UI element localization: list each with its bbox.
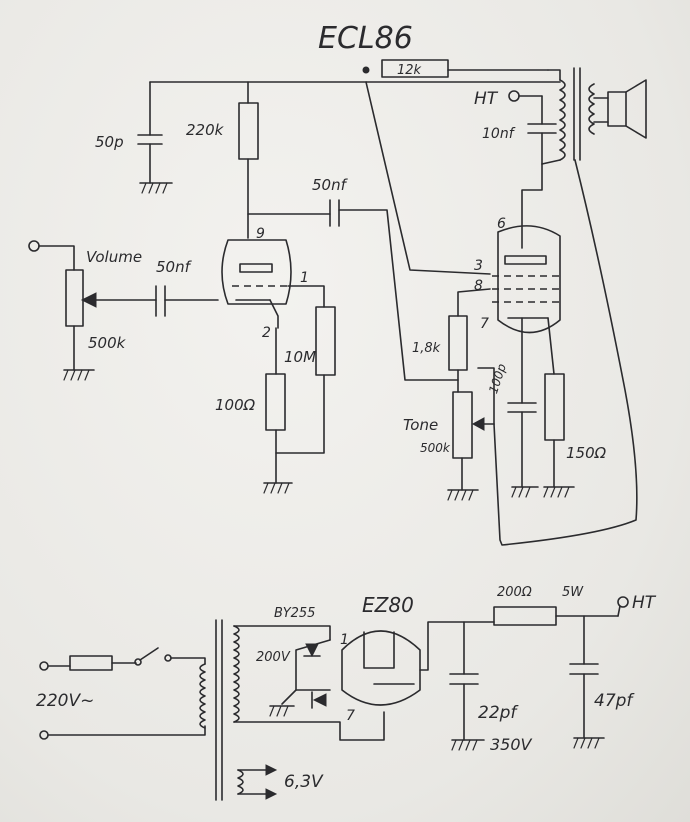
label-tone: Tone — [403, 416, 438, 434]
resistor-12k — [362, 59, 549, 78]
label-1-8k: 1,8k — [412, 341, 441, 356]
label-150: 150Ω — [566, 444, 607, 462]
label-220k: 220k — [186, 121, 225, 139]
psu-filter-wire — [419, 615, 619, 671]
label-by255: BY255 — [274, 606, 315, 621]
resistor-220k — [238, 81, 259, 239]
capacitor-coupling — [247, 199, 459, 381]
label-input-cap: 50nf — [156, 258, 193, 276]
ht-terminal — [508, 90, 543, 102]
capacitor-50p — [137, 81, 163, 184]
label-100: 100Ω — [215, 396, 256, 414]
ground-symbol — [63, 369, 95, 381]
label-200: 200Ω — [497, 585, 532, 600]
capacitor-10nf — [527, 95, 561, 165]
triode-tube — [221, 239, 292, 329]
ground-symbol — [543, 486, 575, 498]
ground-symbol — [447, 489, 479, 501]
pin-psu-1: 1 — [340, 632, 349, 648]
pin-7: 7 — [480, 316, 489, 332]
pin-2: 2 — [262, 325, 271, 341]
pentode-tube — [492, 225, 561, 334]
volume-potentiometer — [28, 240, 84, 371]
label-100p: 100p — [486, 362, 509, 396]
feedback-wire — [365, 81, 491, 275]
resistor-100 — [265, 327, 286, 484]
label-5w: 5W — [562, 585, 584, 600]
label-volume-value: 500k — [88, 334, 127, 352]
label-ht: HT — [474, 89, 499, 109]
label-coupling: 50nf — [312, 176, 349, 194]
ground-symbol — [511, 486, 539, 498]
label-10m: 10M — [284, 348, 316, 366]
resistor-200 — [493, 606, 557, 626]
grid-wire — [287, 285, 325, 308]
label-50p: 50p — [95, 133, 124, 151]
title-text: ECL86 — [318, 21, 413, 56]
ht-output-terminal — [617, 596, 629, 617]
label-350v: 350V — [490, 735, 533, 754]
tone-potentiometer — [452, 367, 495, 491]
pin-9: 9 — [256, 226, 265, 242]
resistor-1-8k — [448, 288, 491, 393]
ground-symbol — [139, 182, 173, 194]
label-12k: 12k — [397, 63, 422, 78]
power-transformer — [199, 619, 385, 801]
capacitor-22pf — [449, 621, 479, 741]
label-volume: Volume — [86, 248, 142, 266]
pentode-plate-wire — [521, 163, 543, 249]
label-ez80: EZ80 — [362, 593, 414, 617]
diode-by255 — [281, 639, 331, 709]
label-heater: 6,3V — [284, 772, 324, 792]
label-200v: 200V — [256, 650, 291, 665]
feedback-loop-wire — [493, 159, 638, 546]
rectifier-tube — [341, 630, 421, 706]
pin-1: 1 — [300, 270, 309, 286]
resistor-10m — [275, 306, 336, 454]
ground-symbol — [573, 737, 605, 749]
output-transformer — [547, 67, 595, 161]
label-22pf: 22pf — [478, 703, 519, 723]
pin-6: 6 — [497, 216, 506, 232]
mains-input — [39, 647, 206, 740]
pin-3: 3 — [474, 258, 483, 274]
ground-symbol — [263, 482, 293, 494]
ground-symbol — [451, 739, 485, 751]
label-psu-ht: HT — [632, 593, 657, 613]
label-tone-value: 500k — [420, 441, 451, 455]
capacitor-input — [80, 285, 219, 317]
pin-8: 8 — [474, 278, 483, 294]
capacitor-47pf — [569, 615, 599, 739]
pin-psu-7: 7 — [346, 708, 355, 724]
label-47pf: 47pf — [594, 691, 635, 711]
ground-symbol — [269, 705, 295, 717]
speaker-icon — [593, 79, 647, 139]
label-mains: 220V~ — [36, 691, 94, 711]
capacitor-100p — [507, 317, 537, 488]
resistor-150 — [544, 317, 565, 488]
label-10nf: 10nf — [482, 126, 516, 142]
